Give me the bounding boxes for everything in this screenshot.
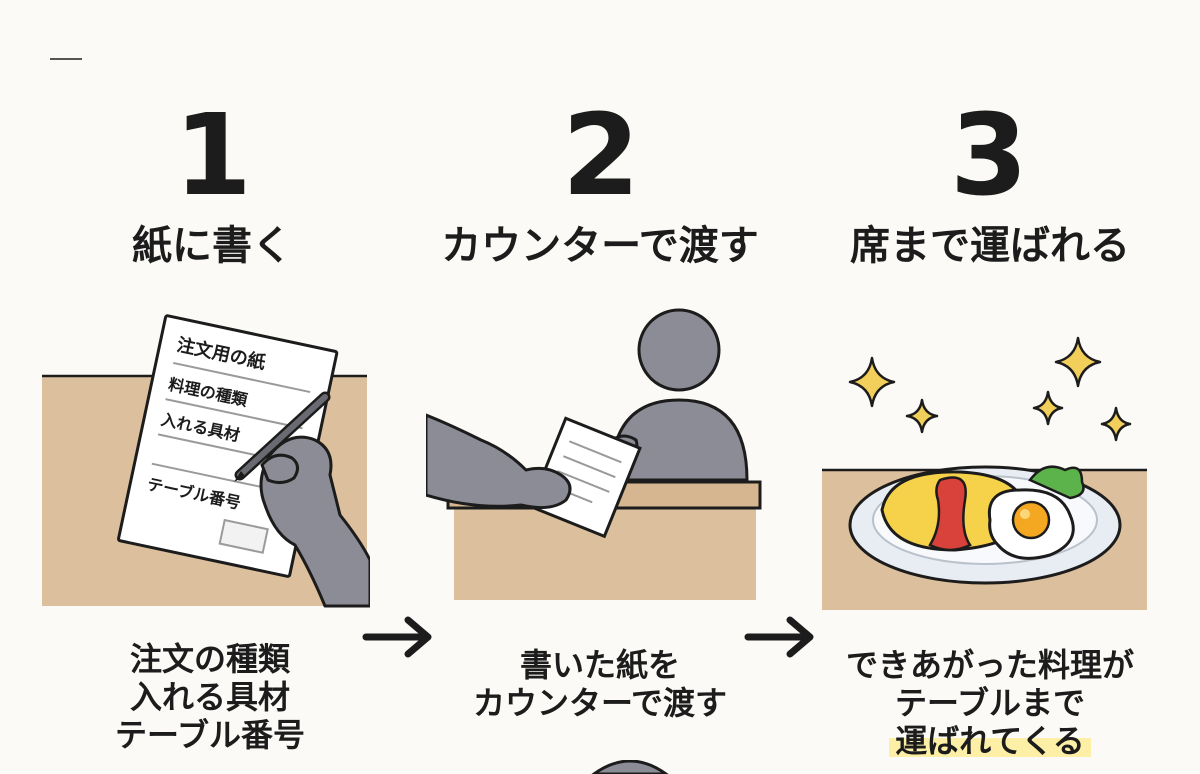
- step-3-caption-line-3-wrap: 運ばれてくる: [810, 722, 1170, 760]
- step-1-caption: 注文の種類 入れる具材 テーブル番号: [70, 640, 350, 754]
- arrow-right-icon: [744, 614, 818, 660]
- step-3-caption-line-2: テーブルまで: [894, 684, 1086, 722]
- step-3-caption-line-1: できあがった料理が: [845, 646, 1134, 684]
- decorative-dash: [50, 58, 82, 60]
- sparkle-icon: [848, 356, 896, 408]
- step-1-illustration: 注文用の紙 料理の種類 入れる具材 テーブル番号: [40, 300, 370, 610]
- step-1-number: 1: [174, 91, 252, 221]
- step-1-caption-line-3: テーブル番号: [114, 716, 306, 754]
- step-3-number: 3: [950, 91, 1028, 221]
- step-3-caption: できあがった料理が テーブルまで 運ばれてくる: [810, 646, 1170, 760]
- step-1-caption-line-1: 注文の種類: [129, 640, 290, 678]
- sparkle-icon: [1054, 336, 1102, 388]
- step-2-title: カウンターで渡す: [441, 223, 759, 269]
- step-3-illustration: [820, 330, 1150, 612]
- step-3-caption-line-3: 運ばれてくる: [889, 722, 1091, 760]
- step-2-number: 2: [562, 91, 640, 221]
- customer-hand: [426, 413, 572, 510]
- sparkle-icon: [1100, 406, 1132, 442]
- step-1-title: 紙に書く: [132, 223, 292, 269]
- next-illustration-head: [590, 760, 670, 774]
- pen-icon: [234, 391, 331, 482]
- step-1-caption-line-2: 入れる具材: [129, 678, 290, 716]
- step-2-caption-line-1: 書いた紙を: [519, 646, 680, 684]
- omurice-plate: [848, 465, 1122, 585]
- sparkle-icon: [905, 398, 939, 434]
- step-3-title: 席まで運ばれる: [850, 223, 1130, 269]
- step-2-caption: 書いた紙を カウンターで渡す: [440, 646, 760, 722]
- step-2-caption-line-2: カウンターで渡す: [472, 684, 728, 722]
- step-2-illustration: [426, 300, 766, 610]
- handed-paper: [528, 416, 642, 539]
- sparkle-icon: [1032, 390, 1064, 426]
- arrow-right-icon: [362, 614, 436, 660]
- staff-person-icon: [609, 308, 749, 482]
